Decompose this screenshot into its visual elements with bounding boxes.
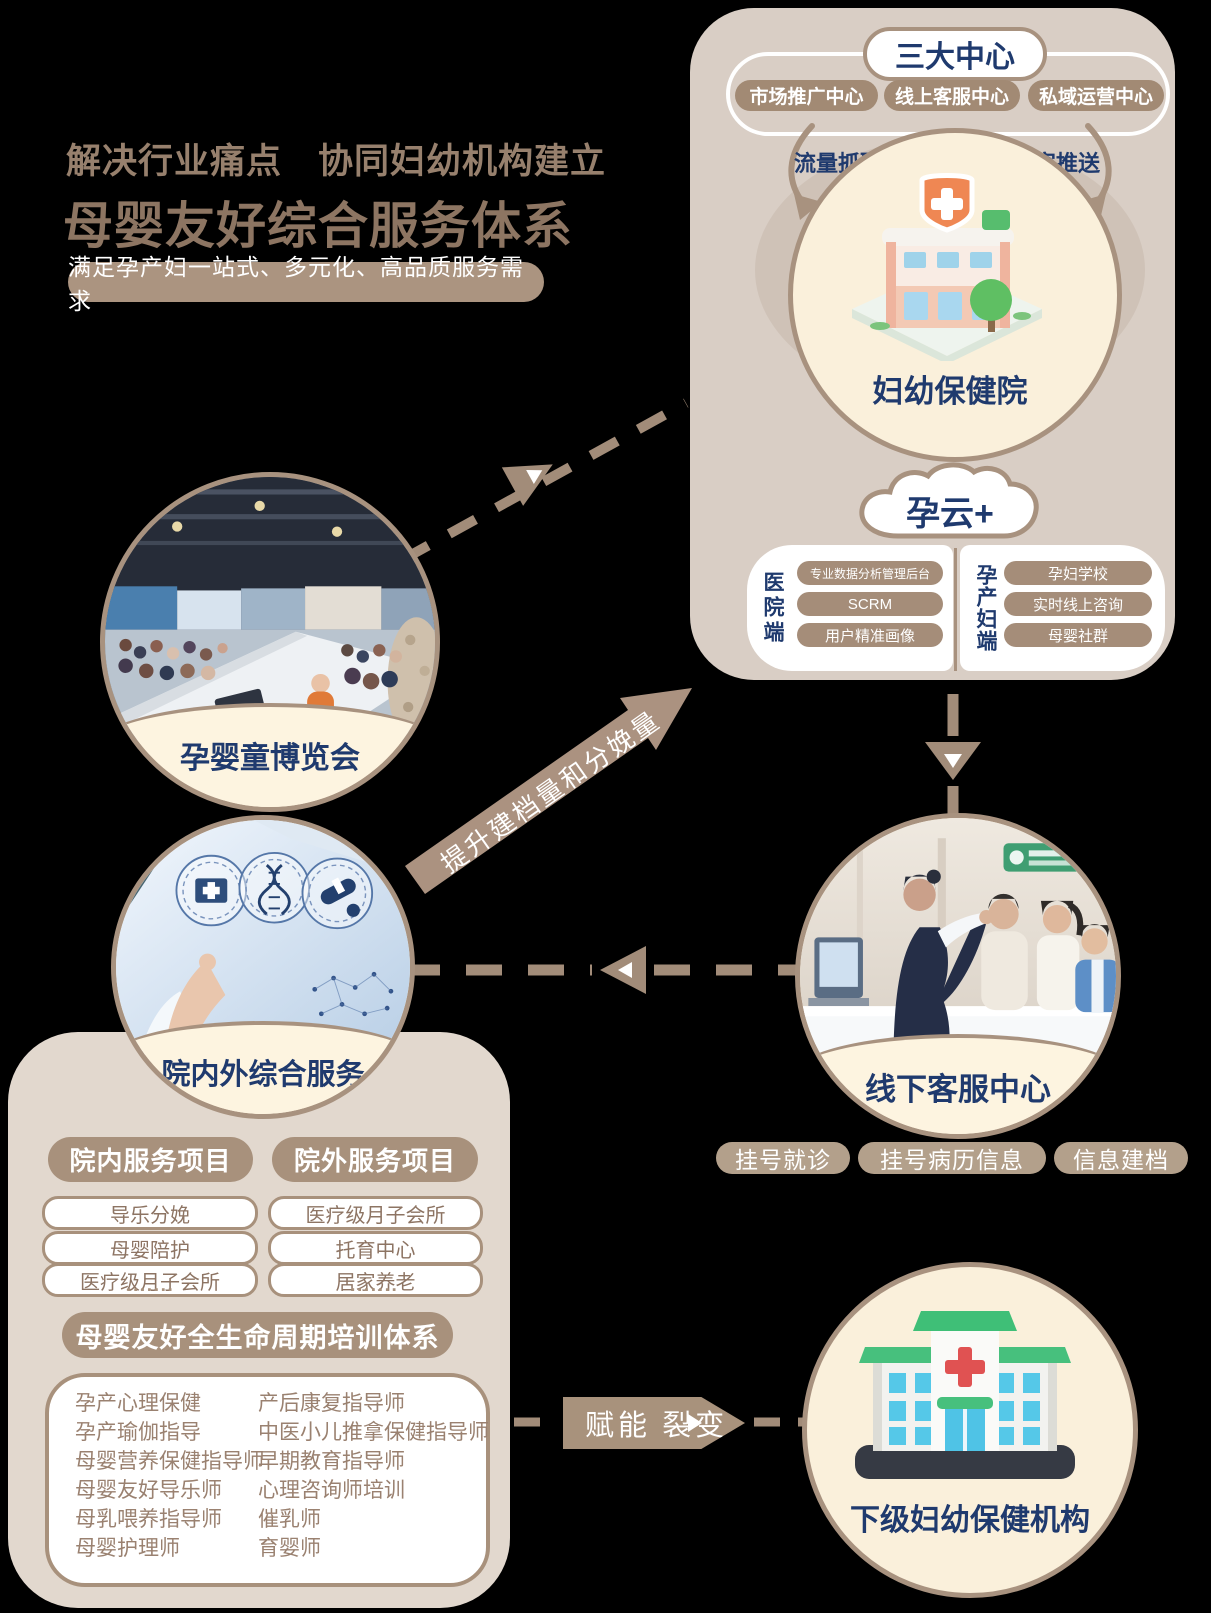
hub-panel: 三大中心 市场推广中心 线上客服中心 私域运营中心 流量抓取 内容推送 <box>690 8 1175 680</box>
desk-circle: 线下客服中心 <box>795 813 1121 1139</box>
maternal-side-box: 孕产妇端 孕妇学校 实时线上咨询 母婴社群 <box>960 545 1165 671</box>
expo-band: 孕婴童博览会 <box>105 702 435 807</box>
center-pill-private-ops: 私域运营中心 <box>1028 80 1164 111</box>
branch-label: 下级妇幼保健机构 <box>850 1504 1090 1537</box>
desk-tag-archive: 信息建档 <box>1054 1142 1188 1174</box>
training-box <box>45 1373 490 1587</box>
training-header: 母婴友好全生命周期培训体系 <box>62 1312 453 1358</box>
curved-arrow-left-icon <box>788 123 822 220</box>
title-line1: 解决行业痛点 协同妇幼机构建立 <box>66 142 607 181</box>
out-hospital-header: 院外服务项目 <box>272 1137 478 1182</box>
service-item: 托育中心 <box>268 1231 483 1265</box>
branch-circle: 下级妇幼保健机构 <box>802 1262 1138 1598</box>
services-panel: 院内服务项目 院外服务项目 导乐分娩 母婴陪护 医疗级月子会所 医疗级月子会所 … <box>8 1032 510 1608</box>
arrowhead-right <box>501 464 553 506</box>
feature-pill: 专业数据分析管理后台 <box>797 561 943 585</box>
cloud-label: 孕云+ <box>906 495 994 533</box>
service-item: 导乐分娩 <box>42 1196 258 1230</box>
desk-band: 线下客服中心 <box>800 1034 1116 1134</box>
center-pill-marketing: 市场推广中心 <box>735 80 878 111</box>
center-pill-online-service: 线上客服中心 <box>884 80 1020 111</box>
in-hospital-header: 院内服务项目 <box>48 1137 253 1182</box>
service-item: 居家养老 <box>268 1263 483 1297</box>
arrowhead-left <box>600 946 646 994</box>
branch-hospital-icon <box>855 1311 1075 1479</box>
feature-pill: 孕妇学校 <box>1004 561 1152 585</box>
expo-label: 孕婴童博览会 <box>180 741 360 775</box>
training-col1: 孕产心理保健 孕产瑜伽指导 母婴营养保健指导师 母婴友好导乐师 母乳喂养指导师 … <box>75 1392 264 1560</box>
three-centers-title: 三大中心 <box>863 27 1047 81</box>
enable-fission-tag: 赋能 裂变 <box>563 1397 745 1449</box>
desk-photo <box>800 818 1116 1071</box>
services-circle: 院内外综合服务 <box>111 815 415 1119</box>
feature-pill: 用户精准画像 <box>797 623 943 647</box>
hospital-side-label: 医院端 <box>761 570 784 646</box>
desk-tag-records: 挂号病历信息 <box>858 1142 1046 1174</box>
training-col2: 产后康复指导师 中医小儿推拿保健指导师 早期教育指导师 心理咨询师培训 催乳师 … <box>258 1392 489 1560</box>
hospital-label: 妇幼保健院 <box>872 374 1028 409</box>
ellipsis-dots: ▪▪▪▪▪▪▪ <box>350 1284 400 1296</box>
services-label: 院内外综合服务 <box>161 1058 365 1091</box>
service-item: 医疗级月子会所 <box>42 1263 258 1297</box>
desk-label: 线下客服中心 <box>865 1072 1051 1108</box>
services-band: 院内外综合服务 <box>116 1020 410 1114</box>
services-photo <box>116 820 410 1056</box>
box-divider <box>954 548 957 671</box>
maternal-side-label: 孕产妇端 <box>974 564 997 652</box>
hospital-3d-icon <box>852 173 1042 361</box>
service-item: 医疗级月子会所 <box>268 1196 483 1230</box>
desk-tag-register: 挂号就诊 <box>716 1142 850 1174</box>
expo-circle: 孕婴童博览会 <box>100 472 440 812</box>
feature-pill: 实时线上咨询 <box>1004 592 1152 616</box>
page-title: 母婴友好综合服务体系 <box>63 198 573 254</box>
big-diagonal-arrow <box>405 688 692 894</box>
ellipsis-dots: ▪▪▪▪▪▪▪ <box>126 1284 176 1296</box>
expo-photo <box>105 477 435 741</box>
cloud-shape-icon <box>859 462 1039 539</box>
feature-pill: 母婴社群 <box>1004 623 1152 647</box>
feature-pill: SCRM <box>797 592 943 616</box>
hospital-side-box: 医院端 专业数据分析管理后台 SCRM 用户精准画像 <box>747 545 953 671</box>
